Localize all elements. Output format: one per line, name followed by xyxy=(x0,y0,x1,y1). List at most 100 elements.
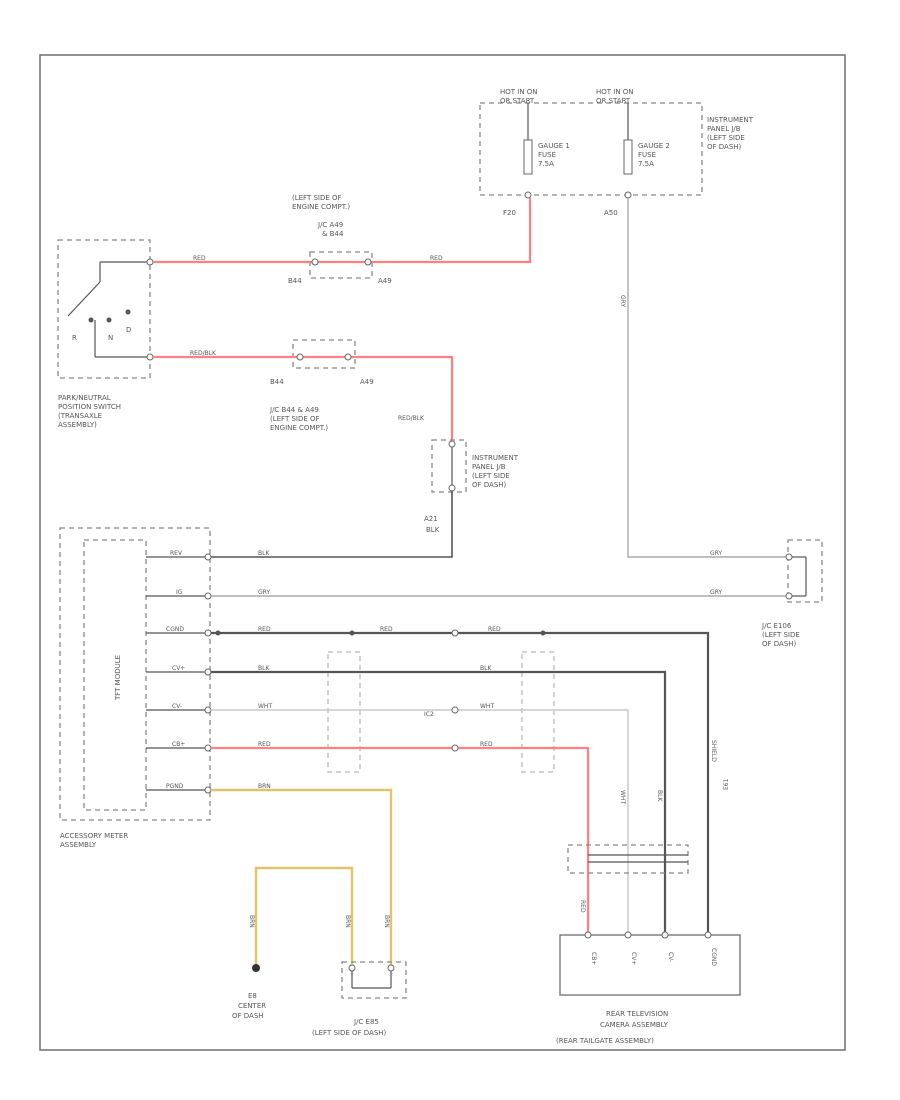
wire-red-label-cgnd-1: RED xyxy=(258,626,271,633)
wire-cvminus: WHT WHT IC2 WHT xyxy=(211,703,629,935)
jc-a49-top-1: (LEFT SIDE OF xyxy=(292,194,342,202)
park-neutral-switch: R N D PARK/NEUTRAL POSITION SWITCH (TRAN… xyxy=(57,239,154,429)
meter-pin-cgnd: CGND xyxy=(166,626,184,633)
ip-jb-mid-3: (LEFT SIDE xyxy=(472,472,510,480)
meter-pin-cbplus: CB+ xyxy=(172,741,185,748)
jc-e85: J/C E85 (LEFT SIDE OF DASH) xyxy=(312,961,407,1037)
conn-a21: A21 xyxy=(424,515,438,523)
wire-blk-label-cv-3: BLK xyxy=(656,790,663,802)
jc-b44-lower-3: ENGINE COMPT.) xyxy=(270,424,328,432)
ground-e8: E8 CENTER OF DASH xyxy=(232,964,266,1020)
jc-a49-top-3: J/C A49 xyxy=(317,221,343,229)
jc-e106: J/C E106 (LEFT SIDE OF DASH) xyxy=(761,539,823,648)
meter-pin-cvminus: CV- xyxy=(172,703,182,710)
instrument-panel-jb-mid: INSTRUMENT PANEL J/B (LEFT SIDE OF DASH)… xyxy=(424,439,519,534)
camera-pin-cvminus: CV- xyxy=(667,952,674,962)
fuse1-rating: 7.5A xyxy=(538,160,554,168)
wire-wht-label-1: WHT xyxy=(258,703,272,710)
meter-pin-cvplus: CV+ xyxy=(172,665,185,672)
jc-e85-2: (LEFT SIDE OF DASH) xyxy=(312,1029,387,1037)
acc-meter-1: ACCESSORY METER xyxy=(60,832,128,840)
wire-red-blk: RED/BLK RED/BLK xyxy=(153,350,454,440)
wire-gry-label-3: GRY xyxy=(710,589,722,596)
ground-e8-2: CENTER xyxy=(238,1002,266,1010)
wire-brn-label-4: BRN xyxy=(383,915,390,928)
camera-label-2: CAMERA ASSEMBLY xyxy=(600,1021,669,1029)
wire-wht-label-3: WHT xyxy=(619,790,626,804)
wire-blk-label-ipjb: BLK xyxy=(426,526,440,534)
wire-gry-label-vert: GRY xyxy=(619,295,626,307)
ground-e8-1: E8 xyxy=(248,992,257,1000)
wire-cvplus: BLK BLK BLK xyxy=(211,665,667,935)
ground-e8-3: OF DASH xyxy=(232,1012,264,1020)
jc-e106-2: (LEFT SIDE xyxy=(762,631,800,639)
conn-ic2: IC2 xyxy=(424,711,434,718)
fuse2-rating: 7.5A xyxy=(638,160,654,168)
pn-switch-4: ASSEMBLY) xyxy=(58,421,97,429)
camera-label-3: (REAR TAILGATE ASSEMBLY) xyxy=(556,1037,654,1045)
wire-red-top: RED RED xyxy=(153,198,532,266)
wire-red-label-cgnd-2: RED xyxy=(380,626,393,633)
wire-red-label-cb-3: RED xyxy=(579,900,586,913)
wire-gry-label-2: GRY xyxy=(258,589,270,596)
wire-red-label-cgnd-3: RED xyxy=(488,626,501,633)
hot-in-on-right-2: OR START xyxy=(596,97,631,105)
ip-jb-mid-4: OF DASH) xyxy=(472,481,507,489)
wire-gry-ig: GRY GRY GRY GRY xyxy=(211,198,786,597)
ip-jb-mid-1: INSTRUMENT xyxy=(472,454,519,462)
ip-jb-mid-2: PANEL J/B xyxy=(472,463,506,471)
conn-a50: A50 xyxy=(604,209,618,217)
ip-jb-top-3: (LEFT SIDE xyxy=(707,134,745,142)
camera-pin-cvplus: CV+ xyxy=(630,952,637,965)
ip-jb-top-4: OF DASH) xyxy=(707,143,742,151)
conn-a49-top: A49 xyxy=(378,277,392,285)
conn-b44-lower: B44 xyxy=(270,378,284,386)
jc-e106-1: J/C E106 xyxy=(761,622,792,630)
conn-b44-top: B44 xyxy=(288,277,302,285)
hot-in-on-right: HOT IN ON xyxy=(596,88,634,96)
wire-blk-rev: BLK xyxy=(211,491,453,558)
accessory-meter-assembly: TFT MODULE ACCESSORY METER ASSEMBLY REV … xyxy=(59,527,212,849)
pn-switch-2: POSITION SWITCH xyxy=(58,403,121,411)
meter-pin-ig: IG xyxy=(176,589,183,596)
fuse1-name: GAUGE 1 xyxy=(538,142,570,150)
jc-a49-top-2: ENGINE COMPT.) xyxy=(292,203,350,211)
acc-meter-2: ASSEMBLY xyxy=(60,841,97,849)
diagram-frame xyxy=(39,54,846,1051)
ip-jb-top-1: INSTRUMENT xyxy=(707,116,754,124)
conn-e61: E61 xyxy=(723,778,730,790)
wire-wht-label-2: WHT xyxy=(480,703,494,710)
hot-in-on-left: HOT IN ON xyxy=(500,88,538,96)
wire-brn-label-3: BRN xyxy=(344,915,351,928)
camera-pin-cbplus: CB+ xyxy=(590,952,597,965)
wire-brn-label-1: BRN xyxy=(258,783,271,790)
switch-pin-d: D xyxy=(126,326,131,334)
conn-a49-lower: A49 xyxy=(360,378,374,386)
wire-blk-label-cv-1: BLK xyxy=(258,665,270,672)
fuse2-fuse: FUSE xyxy=(638,151,656,159)
wire-blk-label-cv-2: BLK xyxy=(480,665,492,672)
jc-e106-3: OF DASH) xyxy=(762,640,797,648)
jc-e85-1: J/C E85 xyxy=(353,1018,379,1026)
jc-b44-lower-1: J/C B44 & A49 xyxy=(269,406,319,414)
jc-b44-a49-lower: B44 A49 J/C B44 & A49 (LEFT SIDE OF ENGI… xyxy=(269,339,374,432)
shield-box-1 xyxy=(327,651,361,773)
wire-brn-label-2: BRN xyxy=(248,915,255,928)
instrument-panel-jb-top: HOT IN ON OR START HOT IN ON OR START GA… xyxy=(479,88,754,217)
conn-f20: F20 xyxy=(503,209,516,217)
fuse1-fuse: FUSE xyxy=(538,151,556,159)
jc-a49-b44-top: (LEFT SIDE OF ENGINE COMPT.) J/C A49 & B… xyxy=(288,194,392,285)
wire-cgnd: RED RED RED SHIELD E61 xyxy=(211,626,730,935)
shield-box-2 xyxy=(521,651,555,773)
pn-switch-1: PARK/NEUTRAL xyxy=(58,394,111,402)
hot-in-on-left-2: OR START xyxy=(500,97,535,105)
wire-blk-label-rev: BLK xyxy=(258,550,270,557)
wire-red-label-cb-1: RED xyxy=(258,741,271,748)
wire-pgnd: BRN BRN BRN BRN xyxy=(211,783,393,965)
switch-pin-r: R xyxy=(72,334,77,342)
tft-module-label: TFT MODULE xyxy=(114,655,122,701)
jc-a49-top-4: & B44 xyxy=(322,230,344,238)
wire-red-label-2: RED xyxy=(430,255,443,262)
wire-cbplus: RED RED RED xyxy=(211,741,590,935)
